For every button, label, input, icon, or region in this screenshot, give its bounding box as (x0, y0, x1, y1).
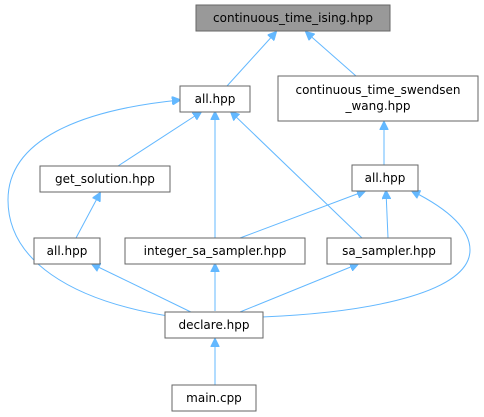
node-all-left-label: all.hpp (47, 244, 88, 258)
edge-declare-to-sa-sampler (234, 264, 358, 315)
node-get-solution-label: get_solution.hpp (55, 172, 155, 186)
node-all-top[interactable]: all.hpp (179, 85, 251, 113)
edge-declare-to-all-left (92, 264, 196, 315)
edge-ct-swendsen-wang-to-continuous-time-ising (306, 32, 357, 77)
edges (7, 32, 471, 385)
node-integer-sa-sampler-label: integer_sa_sampler.hpp (144, 244, 287, 258)
node-all-left[interactable]: all.hpp (33, 237, 101, 265)
edge-sa-sampler-to-all-top (231, 112, 363, 239)
edge-sa-sampler-to-all-mid (386, 191, 388, 239)
node-ct-swendsen-wang-label-1: continuous_time_swendsen (295, 83, 460, 97)
node-integer-sa-sampler[interactable]: integer_sa_sampler.hpp (124, 237, 306, 265)
node-declare-label: declare.hpp (179, 318, 250, 332)
node-main-label: main.cpp (186, 391, 242, 405)
edge-declare-to-all-mid (261, 191, 471, 318)
node-continuous-time-ising[interactable]: continuous_time_ising.hpp (195, 4, 391, 32)
node-ct-swendsen-wang-label-2: _wang.hpp (344, 99, 410, 113)
node-continuous-time-ising-label: continuous_time_ising.hpp (213, 11, 373, 25)
node-all-top-label: all.hpp (195, 92, 236, 106)
node-sa-sampler[interactable]: sa_sampler.hpp (326, 237, 452, 265)
node-get-solution[interactable]: get_solution.hpp (39, 165, 171, 193)
node-main[interactable]: main.cpp (171, 384, 257, 412)
edge-declare-to-all-top (7, 100, 180, 317)
node-all-mid[interactable]: all.hpp (351, 164, 419, 192)
nodes: continuous_time_ising.hpp all.hpp contin… (33, 4, 479, 412)
node-sa-sampler-label: sa_sampler.hpp (342, 244, 436, 258)
edge-all-left-to-get-solution (75, 193, 100, 239)
edge-all-top-to-continuous-time-ising (226, 32, 276, 87)
node-ct-swendsen-wang[interactable]: continuous_time_swendsen _wang.hpp (277, 75, 479, 122)
edge-get-solution-to-all-top (117, 112, 201, 167)
node-all-mid-label: all.hpp (365, 171, 406, 185)
node-declare[interactable]: declare.hpp (164, 311, 264, 339)
edge-integer-sa-sampler-to-all-mid (239, 191, 365, 239)
